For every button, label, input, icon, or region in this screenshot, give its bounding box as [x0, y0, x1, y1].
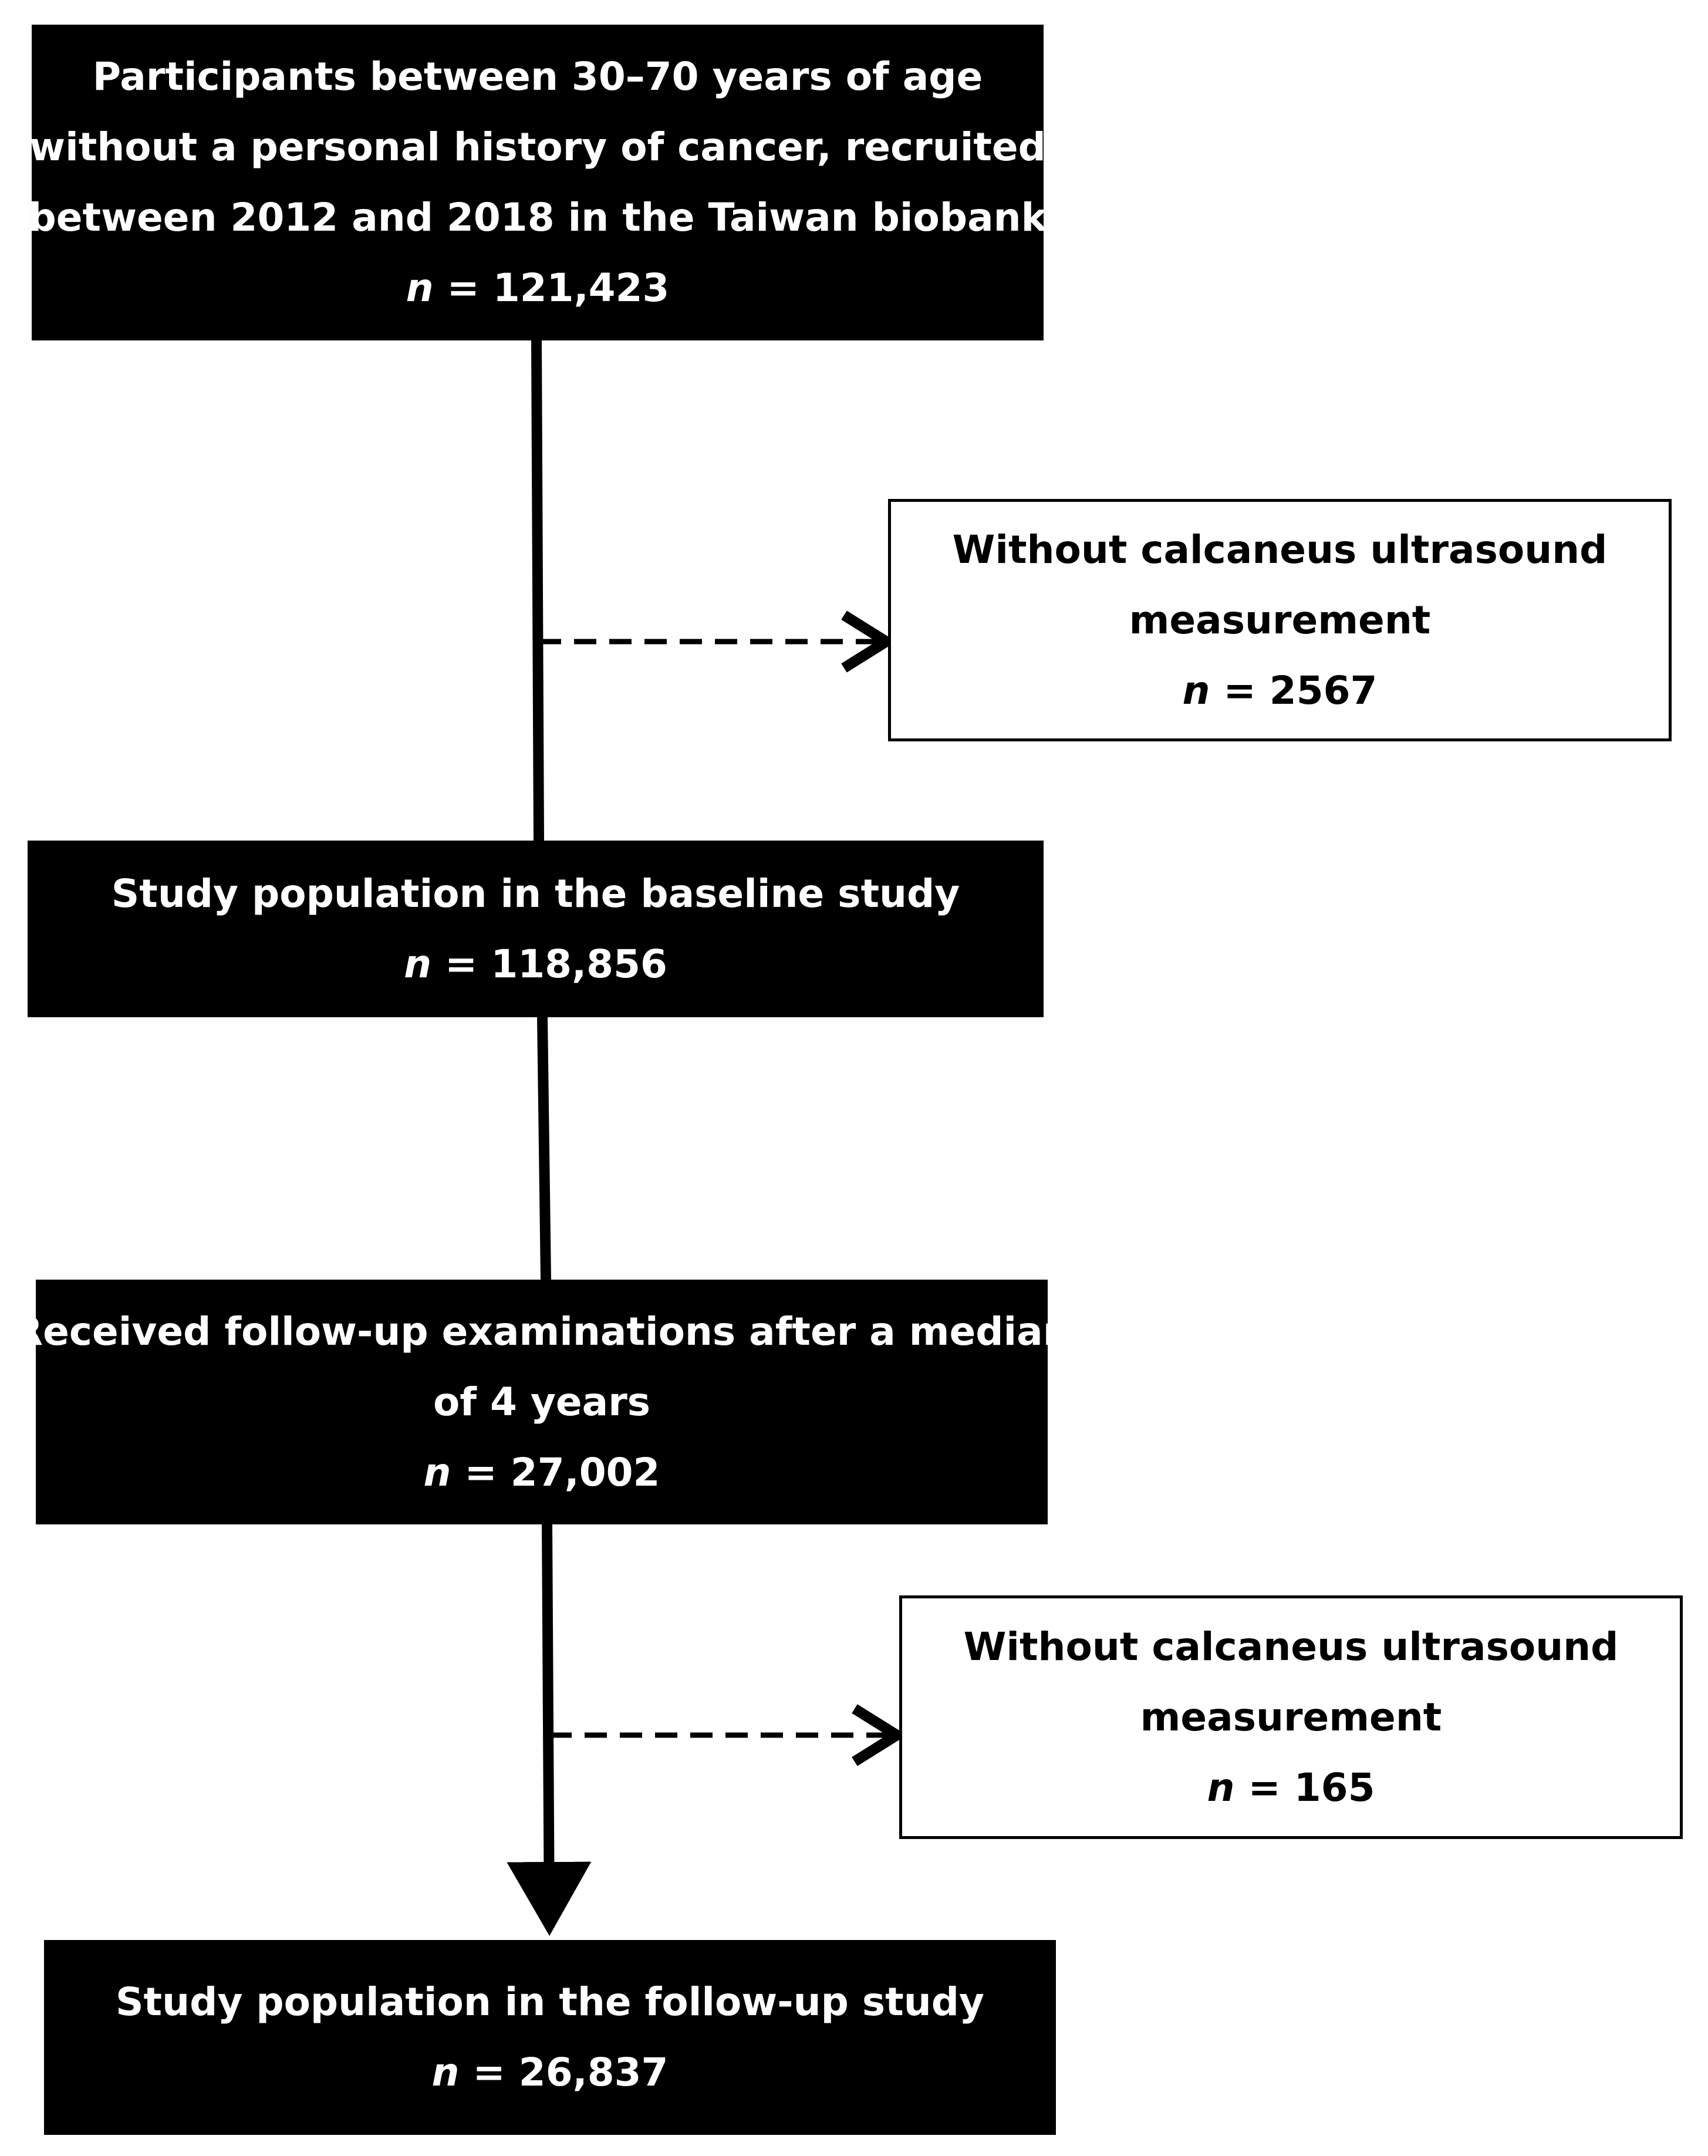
- follow-up-exam-line-1: Received follow-up examinations after a …: [13, 1308, 1071, 1354]
- exclusion-2-count-value: = 165: [1234, 1764, 1375, 1810]
- exclusion-1-line-1: Without calcaneus ultrasound: [952, 527, 1608, 572]
- follow-up-exam-count-value: = 27,002: [451, 1449, 660, 1495]
- exclusion-1-line-2: measurement: [1129, 597, 1431, 643]
- baseline-count-var: n: [404, 941, 432, 987]
- follow-up-study-count: n = 26,837: [432, 2037, 669, 2108]
- exclusion-box-2: Without calcaneus ultrasound measurement…: [899, 1595, 1683, 1839]
- follow-up-study-count-value: = 26,837: [459, 2050, 669, 2095]
- enrollment-line-3: between 2012 and 2018 in the Taiwan biob…: [28, 195, 1047, 240]
- enrollment-line-1: Participants between 30–70 years of age: [92, 54, 983, 99]
- follow-up-study-box: Study population in the follow-up study …: [44, 1940, 1056, 2135]
- follow-up-exam-line-2: of 4 years: [433, 1379, 651, 1425]
- exclusion-1-count: n = 2567: [1183, 656, 1378, 726]
- connector-baseline-to-follow-up-exam: [537, 1017, 551, 1280]
- connector-enrollment-to-baseline: [531, 340, 544, 841]
- baseline-box: Study population in the baseline study n…: [28, 841, 1044, 1017]
- enrollment-line-2: without a personal history of cancer, re…: [29, 124, 1046, 170]
- exclusion-1-count-var: n: [1182, 667, 1210, 713]
- exclusion-2-count-var: n: [1207, 1764, 1235, 1810]
- exclusion-2-count: n = 165: [1207, 1753, 1375, 1823]
- follow-up-study-line-1: Study population in the follow-up study: [116, 1979, 984, 2025]
- baseline-count-value: = 118,856: [431, 941, 667, 987]
- exclusion-box-1: Without calcaneus ultrasound measurement…: [888, 499, 1672, 741]
- enrollment-count-var: n: [406, 265, 434, 311]
- follow-up-exam-count-var: n: [423, 1449, 451, 1495]
- follow-up-study-count-var: n: [431, 2050, 460, 2095]
- connector-follow-up-exam-to-follow-up-study: [507, 1524, 592, 1936]
- follow-up-exam-count: n = 27,002: [424, 1438, 660, 1508]
- exclusion-2-line-1: Without calcaneus ultrasound: [963, 1624, 1619, 1669]
- enrollment-box: Participants between 30–70 years of age …: [28, 25, 1047, 340]
- exclusion-2-line-2: measurement: [1140, 1694, 1442, 1740]
- baseline-line-1: Study population in the baseline study: [111, 871, 960, 916]
- exclusion-1-count-value: = 2567: [1210, 667, 1378, 713]
- follow-up-exam-box: Received follow-up examinations after a …: [13, 1280, 1071, 1524]
- baseline-count: n = 118,856: [404, 929, 667, 1000]
- enrollment-count: n = 121,423: [406, 253, 670, 323]
- enrollment-count-value: = 121,423: [433, 265, 670, 311]
